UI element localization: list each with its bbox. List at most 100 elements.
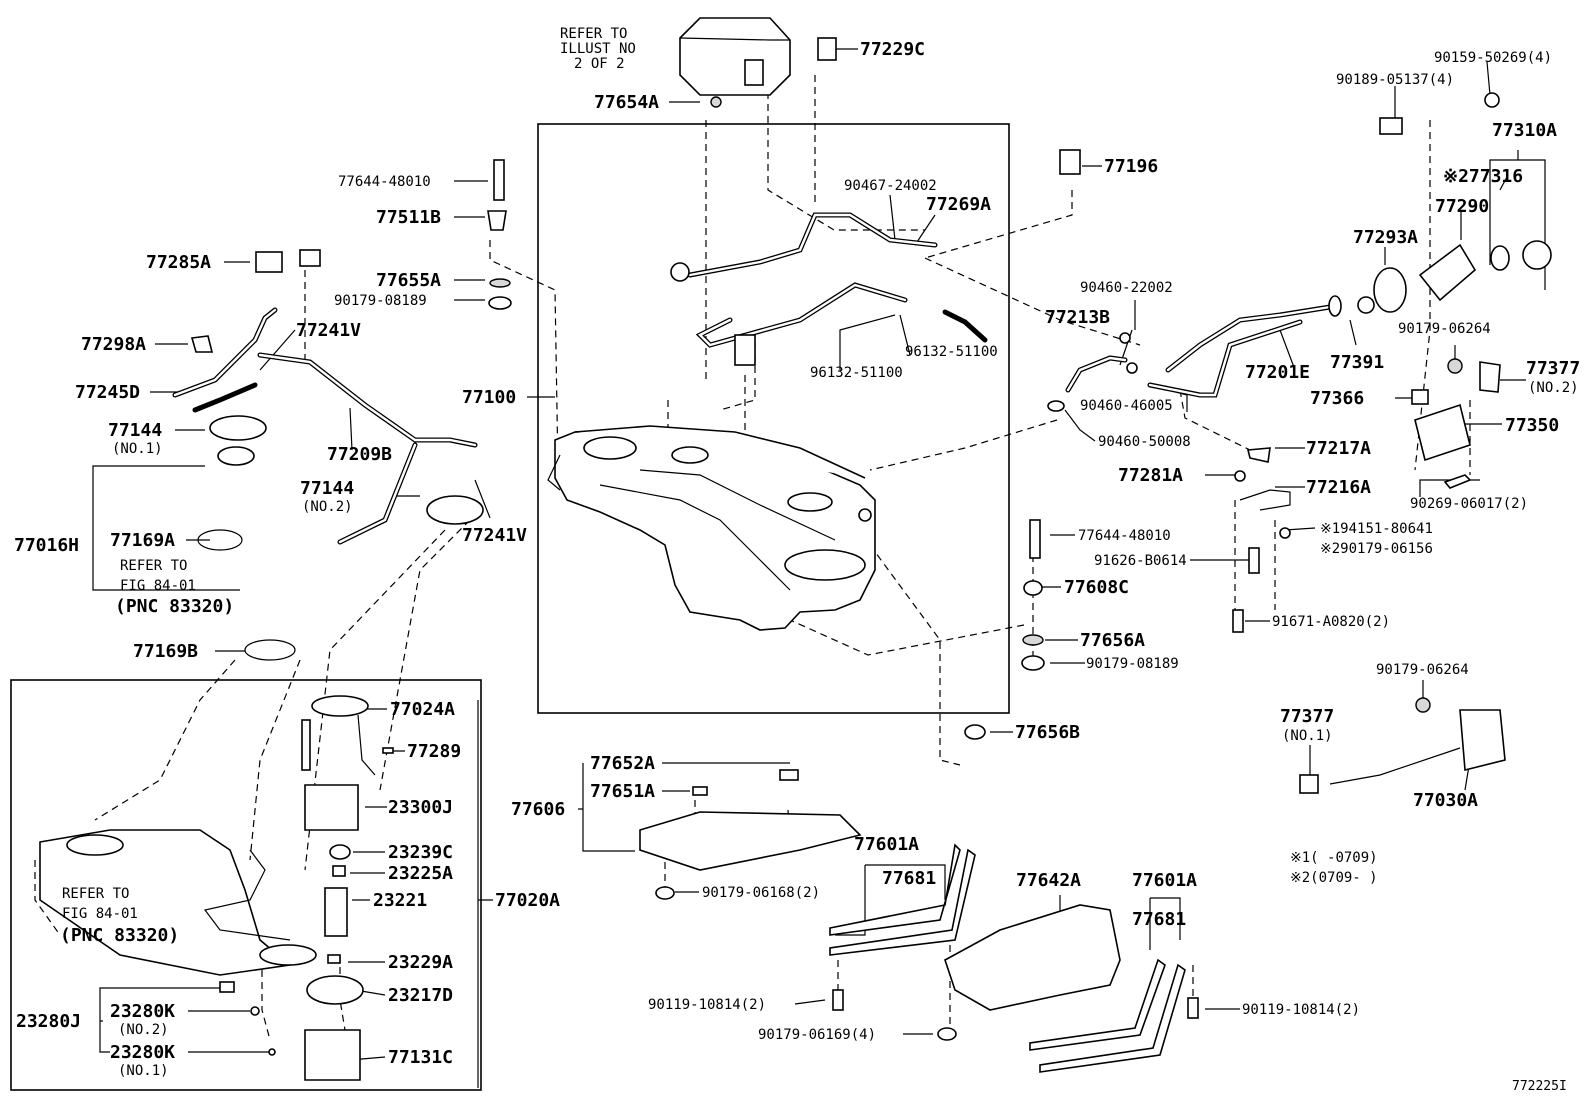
label-77285A: 77285A xyxy=(146,252,211,273)
leader-lines xyxy=(92,48,1546,1088)
label-23239C: 23239C xyxy=(388,842,453,863)
clamp-77229C-icon xyxy=(817,37,837,61)
charcoal-canister xyxy=(679,17,791,96)
label-77608C: 77608C xyxy=(1064,577,1129,598)
housing-77131C-icon xyxy=(304,1029,361,1081)
label-77281A: 77281A xyxy=(1118,465,1183,486)
label-77601A-right: 77601A xyxy=(1132,870,1197,891)
refer-illust-line3: 2 OF 2 xyxy=(574,56,625,72)
label-23280K-no1: 23280K xyxy=(110,1042,175,1063)
ring-23225A-icon xyxy=(332,865,346,877)
label-91671-A0820: 91671-A0820(2) xyxy=(1272,614,1390,630)
nut-90179-08189-mid-icon xyxy=(1021,655,1045,671)
retainer-ring-no2-icon xyxy=(426,495,484,525)
label-77316: ※277316 xyxy=(1443,166,1523,187)
filter-23300J-icon xyxy=(304,784,359,831)
band-77681-left-icon xyxy=(829,848,976,956)
label-23280K-no2: 23280K xyxy=(110,1001,175,1022)
label-96132-51100-b: 96132-51100 xyxy=(810,365,903,381)
label-77213B: 77213B xyxy=(1045,307,1110,328)
label-77350: 77350 xyxy=(1505,415,1559,436)
protector-77642A-icon xyxy=(944,904,1121,1011)
valve-77644-top-icon xyxy=(493,159,505,201)
washer-77656A-icon xyxy=(1022,634,1044,646)
label-77377-no1: 77377 xyxy=(1280,706,1334,727)
label-90119-10814-left: 90119-10814(2) xyxy=(648,997,766,1013)
o-ring-77289-icon xyxy=(382,747,394,754)
label-77241V-top: 77241V xyxy=(296,320,361,341)
cushion-23229A-icon xyxy=(327,954,341,964)
nut-90179-top-icon xyxy=(488,296,512,310)
clamp-90460-50008-icon xyxy=(1047,400,1065,412)
label-77196: 77196 xyxy=(1104,156,1158,177)
refer-fig-box-line3: (PNC 83320) xyxy=(60,925,179,946)
o-ring-23280K-no2-icon xyxy=(250,1006,260,1016)
screw-90159-icon xyxy=(1484,92,1500,108)
pump-23221-icon xyxy=(324,887,348,937)
label-77366: 77366 xyxy=(1310,388,1364,409)
refer-fig-left-line2: FIG 84-01 xyxy=(120,578,196,594)
label-77606: 77606 xyxy=(511,799,565,820)
label-77644-48010-top: 77644-48010 xyxy=(338,174,431,190)
clip-77281A-icon xyxy=(1234,470,1246,482)
seal-77656B-icon xyxy=(964,724,986,740)
protectors-and-bands xyxy=(639,769,1199,1073)
label-23300J: 23300J xyxy=(388,797,453,818)
label-77169A: 77169A xyxy=(110,530,175,551)
label-23280J: 23280J xyxy=(16,1011,81,1032)
fuel-tank-frame xyxy=(537,123,1010,714)
pad-77651A-icon xyxy=(692,786,708,796)
gasket-77169B-icon xyxy=(244,639,296,661)
label-no2-c: (NO.2) xyxy=(118,1022,169,1038)
label-77293A: 77293A xyxy=(1353,227,1418,248)
label-77654A: 77654A xyxy=(594,92,659,113)
clamp-90460-22002-icon xyxy=(1119,332,1131,344)
label-no1-c: (NO.1) xyxy=(118,1063,169,1079)
tank-section-icon xyxy=(39,829,292,976)
small-parts xyxy=(190,37,1552,794)
seal-77293A-icon xyxy=(1373,267,1407,313)
label-90269-06017: 90269-06017(2) xyxy=(1410,496,1528,512)
bracket-77217A-icon xyxy=(1246,447,1271,463)
filter-23280J-icon xyxy=(219,981,235,993)
label-77601A-left: 77601A xyxy=(854,834,919,855)
label-77656B: 77656B xyxy=(1015,722,1080,743)
grommet-77654A-icon xyxy=(710,96,722,108)
gasket-77169A-icon xyxy=(197,529,243,551)
label-77024A: 77024A xyxy=(390,699,455,720)
label-no2-a: (NO.2) xyxy=(302,499,353,515)
label-77229C: 77229C xyxy=(860,39,925,60)
fuel-lid-77350-icon xyxy=(1414,403,1471,462)
part-labels: REFER TO ILLUST NO 2 OF 2 77229C 77654A … xyxy=(14,26,1580,1094)
label-90179-06168: 90179-06168(2) xyxy=(702,885,820,901)
label-94151-80641: ※194151-80641 xyxy=(1320,521,1433,537)
label-77391: 77391 xyxy=(1330,352,1384,373)
label-90179-06156: ※290179-06156 xyxy=(1320,541,1433,557)
label-77030A: 77030A xyxy=(1413,790,1478,811)
retainer-ring-no1-icon xyxy=(209,415,267,441)
pad-77652A-icon xyxy=(779,769,799,781)
band-77681-right-icon xyxy=(1039,963,1186,1073)
label-77245D: 77245D xyxy=(75,382,140,403)
label-96132-51100-a: 96132-51100 xyxy=(905,344,998,360)
label-23229A: 23229A xyxy=(388,952,453,973)
switch-77377-no1-icon xyxy=(1299,774,1319,794)
label-90179-08189-top: 90179-08189 xyxy=(334,293,427,309)
label-77269A: 77269A xyxy=(926,194,991,215)
spring-icon xyxy=(301,719,311,771)
label-90460-46005: 90460-46005 xyxy=(1080,398,1173,414)
label-90460-50008: 90460-50008 xyxy=(1098,434,1191,450)
label-77511B: 77511B xyxy=(376,207,441,228)
hinge-77366-icon xyxy=(1411,389,1429,405)
label-77144-no2: 77144 xyxy=(300,478,354,499)
label-77642A: 77642A xyxy=(1016,870,1081,891)
figure-id: 772225I xyxy=(1512,1079,1567,1094)
bolt-91671-icon xyxy=(1232,609,1244,633)
seal-77511B-icon xyxy=(487,210,507,231)
nut-90179-06168-icon xyxy=(655,886,675,900)
label-77020A: 77020A xyxy=(495,890,560,911)
fuel-pump-frame xyxy=(10,679,482,1091)
label-no2-b: (NO.2) xyxy=(1528,380,1579,396)
bolt-90189-icon xyxy=(1379,117,1403,135)
